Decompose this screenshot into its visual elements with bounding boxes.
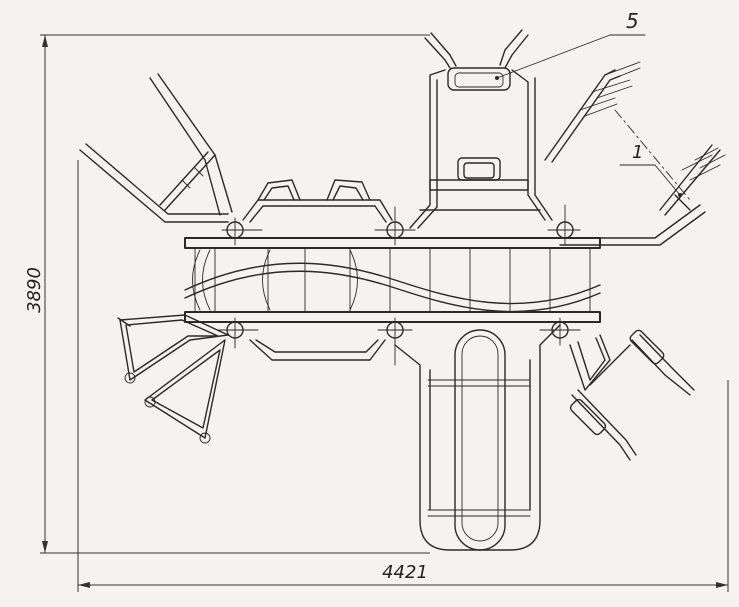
support-post xyxy=(539,317,581,346)
width-dimension-label: 4421 xyxy=(382,562,428,583)
hood-top xyxy=(424,29,529,91)
callout-5-label: 5 xyxy=(626,9,639,33)
saddle-seat xyxy=(326,179,371,201)
callout-5-leader xyxy=(495,34,646,80)
support-post xyxy=(374,206,416,246)
main-platform xyxy=(184,237,601,323)
right-rail xyxy=(564,204,701,239)
callout-1-label: 1 xyxy=(632,142,643,163)
support-post xyxy=(377,317,413,366)
centre-line xyxy=(614,109,691,201)
upper-left-frame xyxy=(79,73,233,223)
lower-rail xyxy=(249,339,386,361)
width-dimension xyxy=(77,160,729,592)
callout-1-leader xyxy=(619,164,682,197)
ladder-item-1 xyxy=(544,61,726,216)
support-post xyxy=(217,317,259,349)
handle-bars xyxy=(569,329,695,461)
tower-frame xyxy=(409,69,553,229)
right-rail xyxy=(559,211,706,246)
saddle-seat xyxy=(257,179,301,201)
support-post xyxy=(221,217,263,246)
slide xyxy=(394,324,561,551)
upper-rail xyxy=(242,199,393,223)
height-dimension xyxy=(40,34,430,554)
height-dimension-label: 3890 xyxy=(24,267,45,313)
trapeze-rings xyxy=(117,314,229,444)
